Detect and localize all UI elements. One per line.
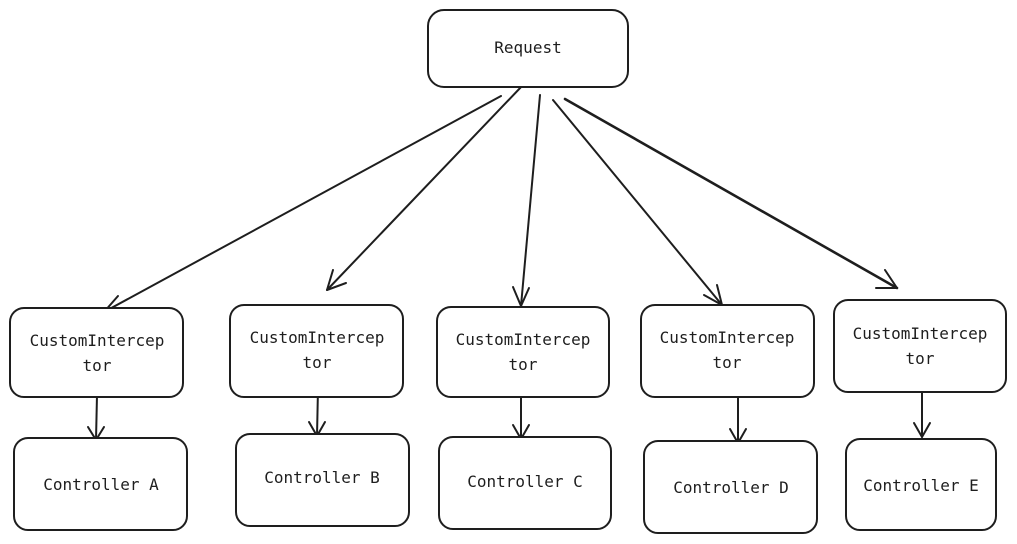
controller-c-label: Controller C (467, 472, 583, 491)
controller-a-label: Controller A (43, 475, 159, 494)
edge-interceptor-a-to-controller-a (87, 394, 105, 441)
controller-node-a: Controller A (13, 437, 188, 531)
edge-request-to-interceptor-c (512, 94, 541, 307)
interceptor-a-label-line2: tor (83, 356, 112, 375)
controller-node-d: Controller D (643, 440, 818, 534)
request-label: Request (494, 38, 561, 57)
edge-request-to-interceptor-d (552, 99, 723, 306)
controller-node-c: Controller C (438, 436, 612, 530)
interceptor-node-e: CustomIntercep tor (833, 299, 1007, 393)
interceptor-node-c: CustomIntercep tor (436, 306, 610, 398)
interceptor-node-d: CustomIntercep tor (640, 304, 815, 398)
interceptor-c-label-line1: CustomIntercep (456, 330, 591, 349)
controller-e-label: Controller E (863, 476, 979, 495)
request-edges (103, 85, 899, 313)
interceptor-node-a: CustomIntercep tor (9, 307, 184, 398)
interceptor-e-label-line1: CustomIntercep (853, 324, 988, 343)
edge-interceptor-d-to-controller-d (729, 397, 747, 444)
request-node: Request (427, 9, 629, 88)
interceptor-node-b: CustomIntercep tor (229, 304, 404, 398)
interceptor-e-label-line2: tor (906, 349, 935, 368)
interceptor-b-label-line2: tor (303, 353, 332, 372)
interceptor-c-label-line2: tor (509, 355, 538, 374)
controller-b-label: Controller B (264, 468, 380, 487)
interceptor-d-label-line1: CustomIntercep (660, 328, 795, 347)
edge-request-to-interceptor-a (103, 95, 502, 313)
edge-interceptor-e-to-controller-e (913, 391, 931, 438)
edge-interceptor-c-to-controller-c (512, 391, 530, 440)
controller-node-e: Controller E (845, 438, 997, 531)
edge-request-to-interceptor-e (563, 97, 899, 290)
interceptor-d-label-line2: tor (713, 353, 742, 372)
controller-node-b: Controller B (235, 433, 410, 527)
interceptor-b-label-line1: CustomIntercep (250, 328, 385, 347)
interceptor-a-label-line1: CustomIntercep (30, 331, 165, 350)
controller-d-label: Controller D (673, 478, 789, 497)
edge-request-to-interceptor-b (326, 85, 523, 291)
